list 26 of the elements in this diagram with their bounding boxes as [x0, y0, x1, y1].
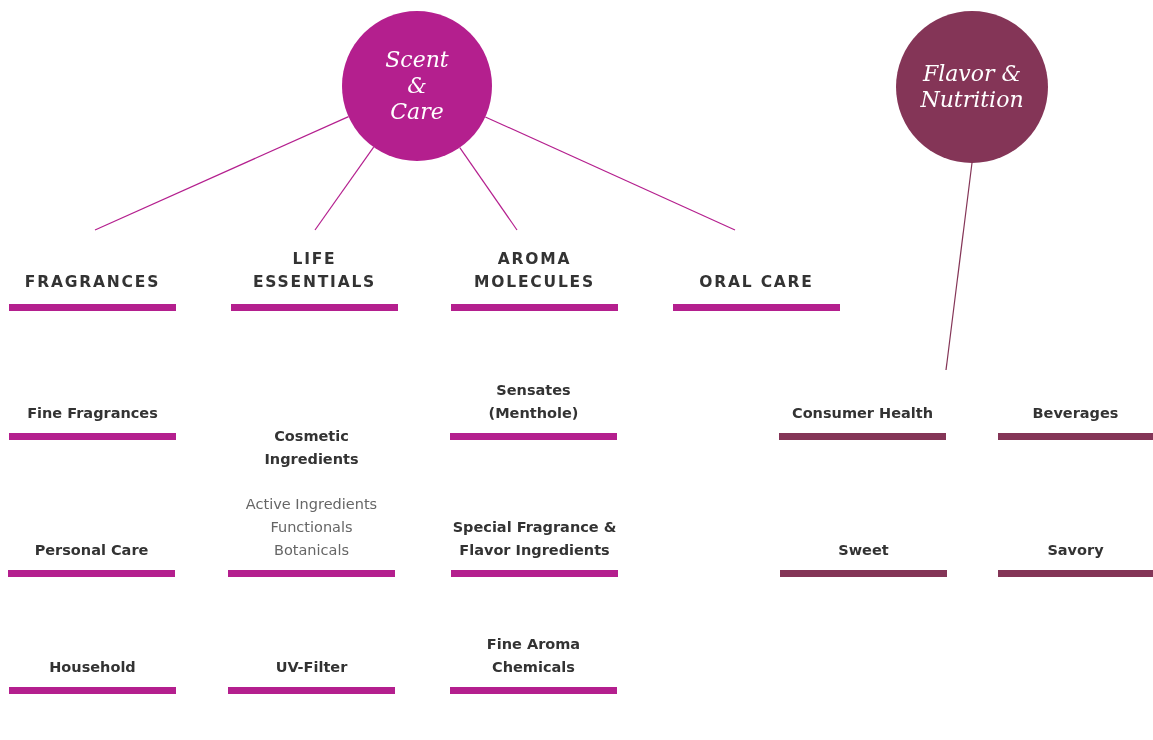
segment-label: Fine Fragrances [27, 404, 158, 423]
category-heading: FRAGRANCES [24, 272, 161, 293]
connector-line [459, 147, 518, 231]
connector-line [314, 146, 375, 231]
connector-line [945, 162, 973, 371]
segment-label: UV-Filter [275, 658, 348, 677]
segment-label: Special Fragrance & Flavor Ingredients [451, 518, 618, 560]
circle-title: Scent & Care [385, 47, 449, 125]
category-heading: ORAL CARE [699, 272, 814, 293]
segment-label: Beverages [1032, 404, 1119, 423]
segment-label: Personal Care [34, 541, 149, 560]
segment-label: Consumer Health [792, 404, 933, 423]
segment-label: Sweet [838, 541, 889, 560]
segment-label: Fine Aroma Chemicals [485, 635, 582, 677]
circle-title: Flavor & Nutrition [920, 61, 1024, 113]
segment-label: Cosmetic Ingredients [263, 427, 360, 469]
category-heading: AROMA MOLECULES [473, 249, 596, 293]
sub-item-text: Botanicals [273, 541, 350, 560]
sub-item-text: Active Ingredients [245, 495, 378, 514]
segment-label: Savory [1047, 541, 1104, 560]
connector-line [484, 116, 736, 231]
segment-label: Household [49, 658, 136, 677]
category-heading: LIFE ESSENTIALS [251, 249, 378, 293]
segment-label: Sensates (Menthole) [487, 381, 580, 423]
connector-line [94, 116, 350, 231]
sub-item-text: Functionals [270, 518, 353, 537]
